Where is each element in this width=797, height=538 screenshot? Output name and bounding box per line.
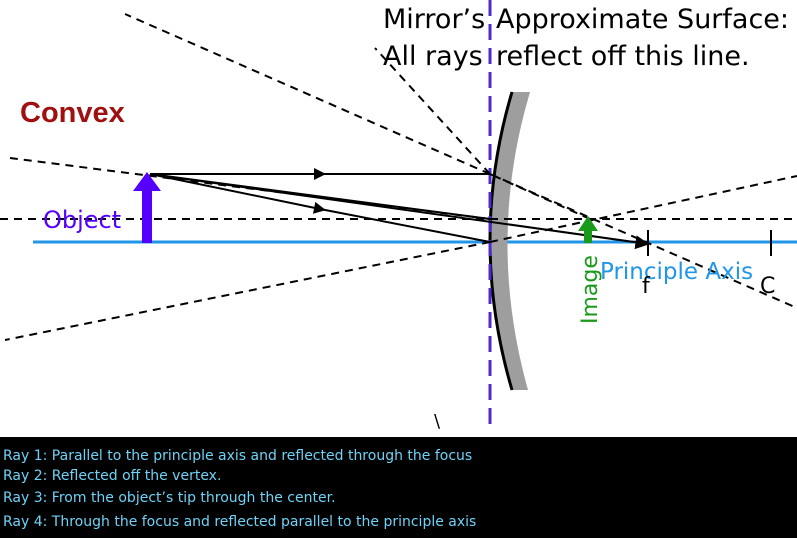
diagram-title: Convex xyxy=(20,97,125,129)
image-arrow-head xyxy=(578,216,598,231)
object-arrow-shaft xyxy=(142,190,152,243)
ray-2-extension xyxy=(489,175,797,243)
legend-item-ray-4: Ray 4: Through the focus and reflected p… xyxy=(3,514,477,530)
image-arrow-shaft xyxy=(584,229,592,243)
legend-item-ray-3: Ray 3: From the object’s tip through the… xyxy=(3,490,336,506)
ray-2-incident xyxy=(149,173,491,243)
surface-caption-line2: reflect off this line. xyxy=(496,41,750,72)
stray-mark: \ xyxy=(434,411,441,432)
legend-item-ray-2: Ray 2: Reflected off the vertex. xyxy=(3,468,222,484)
focus-label: f xyxy=(642,274,651,299)
ray-1-reflected xyxy=(124,13,491,175)
ray-3-reflected xyxy=(9,157,491,220)
ray-4-extension xyxy=(489,173,591,220)
surface-caption-line1: Approximate Surface: xyxy=(496,4,789,35)
ray-upper-extension xyxy=(374,47,491,175)
object-label: Object xyxy=(43,206,121,234)
ray-2-reflected xyxy=(4,241,491,341)
image-label: Image xyxy=(578,255,603,324)
legend-item-ray-1: Ray 1: Parallel to the principle axis an… xyxy=(3,448,473,464)
mirror-caption-line2: All rays xyxy=(383,41,483,72)
principle-axis-label: Principle Axis xyxy=(600,259,753,285)
convex-mirror-body xyxy=(490,92,530,390)
mirror-caption-line1: Mirror’s xyxy=(383,4,485,35)
object-arrow-head xyxy=(133,172,161,191)
ray-legend: Ray 1: Parallel to the principle axis an… xyxy=(0,437,797,538)
center-label: C xyxy=(760,274,775,299)
